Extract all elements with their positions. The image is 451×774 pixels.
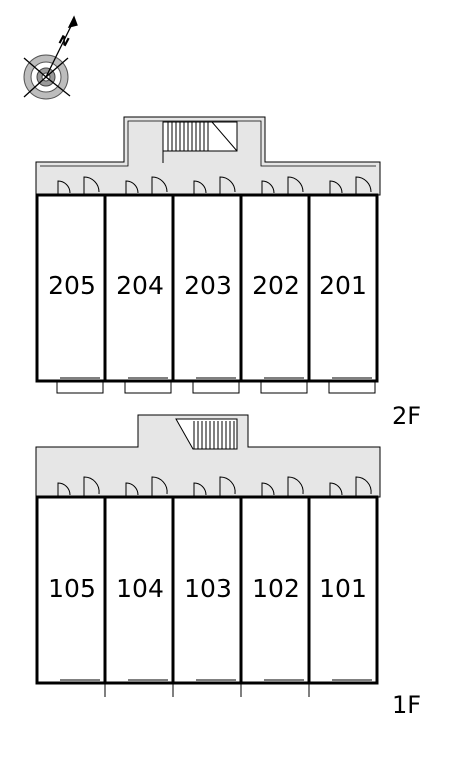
- floor-2f-balconies: [56, 380, 376, 394]
- floor-2f-staircase: [162, 121, 238, 163]
- floor-2f-rooms: [35, 193, 379, 383]
- floor-1f-doors: [57, 476, 372, 497]
- floor-1f-partition-lines: [60, 679, 372, 697]
- unit-label: 205: [48, 271, 96, 300]
- floor-label-1f: 1F: [392, 691, 421, 719]
- unit-label: 202: [252, 271, 300, 300]
- floor-1f-rooms: [35, 495, 379, 685]
- unit-label: 101: [319, 574, 367, 603]
- unit-label: 105: [48, 574, 96, 603]
- floor-1f-staircase: [175, 418, 238, 450]
- compass-arrows-icon: [23, 15, 78, 98]
- compass-north-letter: N: [56, 32, 71, 49]
- floor-2f-doors: [57, 176, 372, 195]
- unit-label: 104: [116, 574, 164, 603]
- floor-1f: 105 104 103 102 101 1F: [35, 414, 421, 719]
- floor-label-2f: 2F: [392, 402, 421, 430]
- floor-2f: 205 204 203 202 201 2F: [35, 116, 421, 430]
- unit-label: 201: [319, 271, 367, 300]
- unit-label: 103: [184, 574, 232, 603]
- compass-rose: N: [23, 15, 78, 100]
- unit-label: 203: [184, 271, 232, 300]
- unit-label: 204: [116, 271, 164, 300]
- unit-label: 102: [252, 574, 300, 603]
